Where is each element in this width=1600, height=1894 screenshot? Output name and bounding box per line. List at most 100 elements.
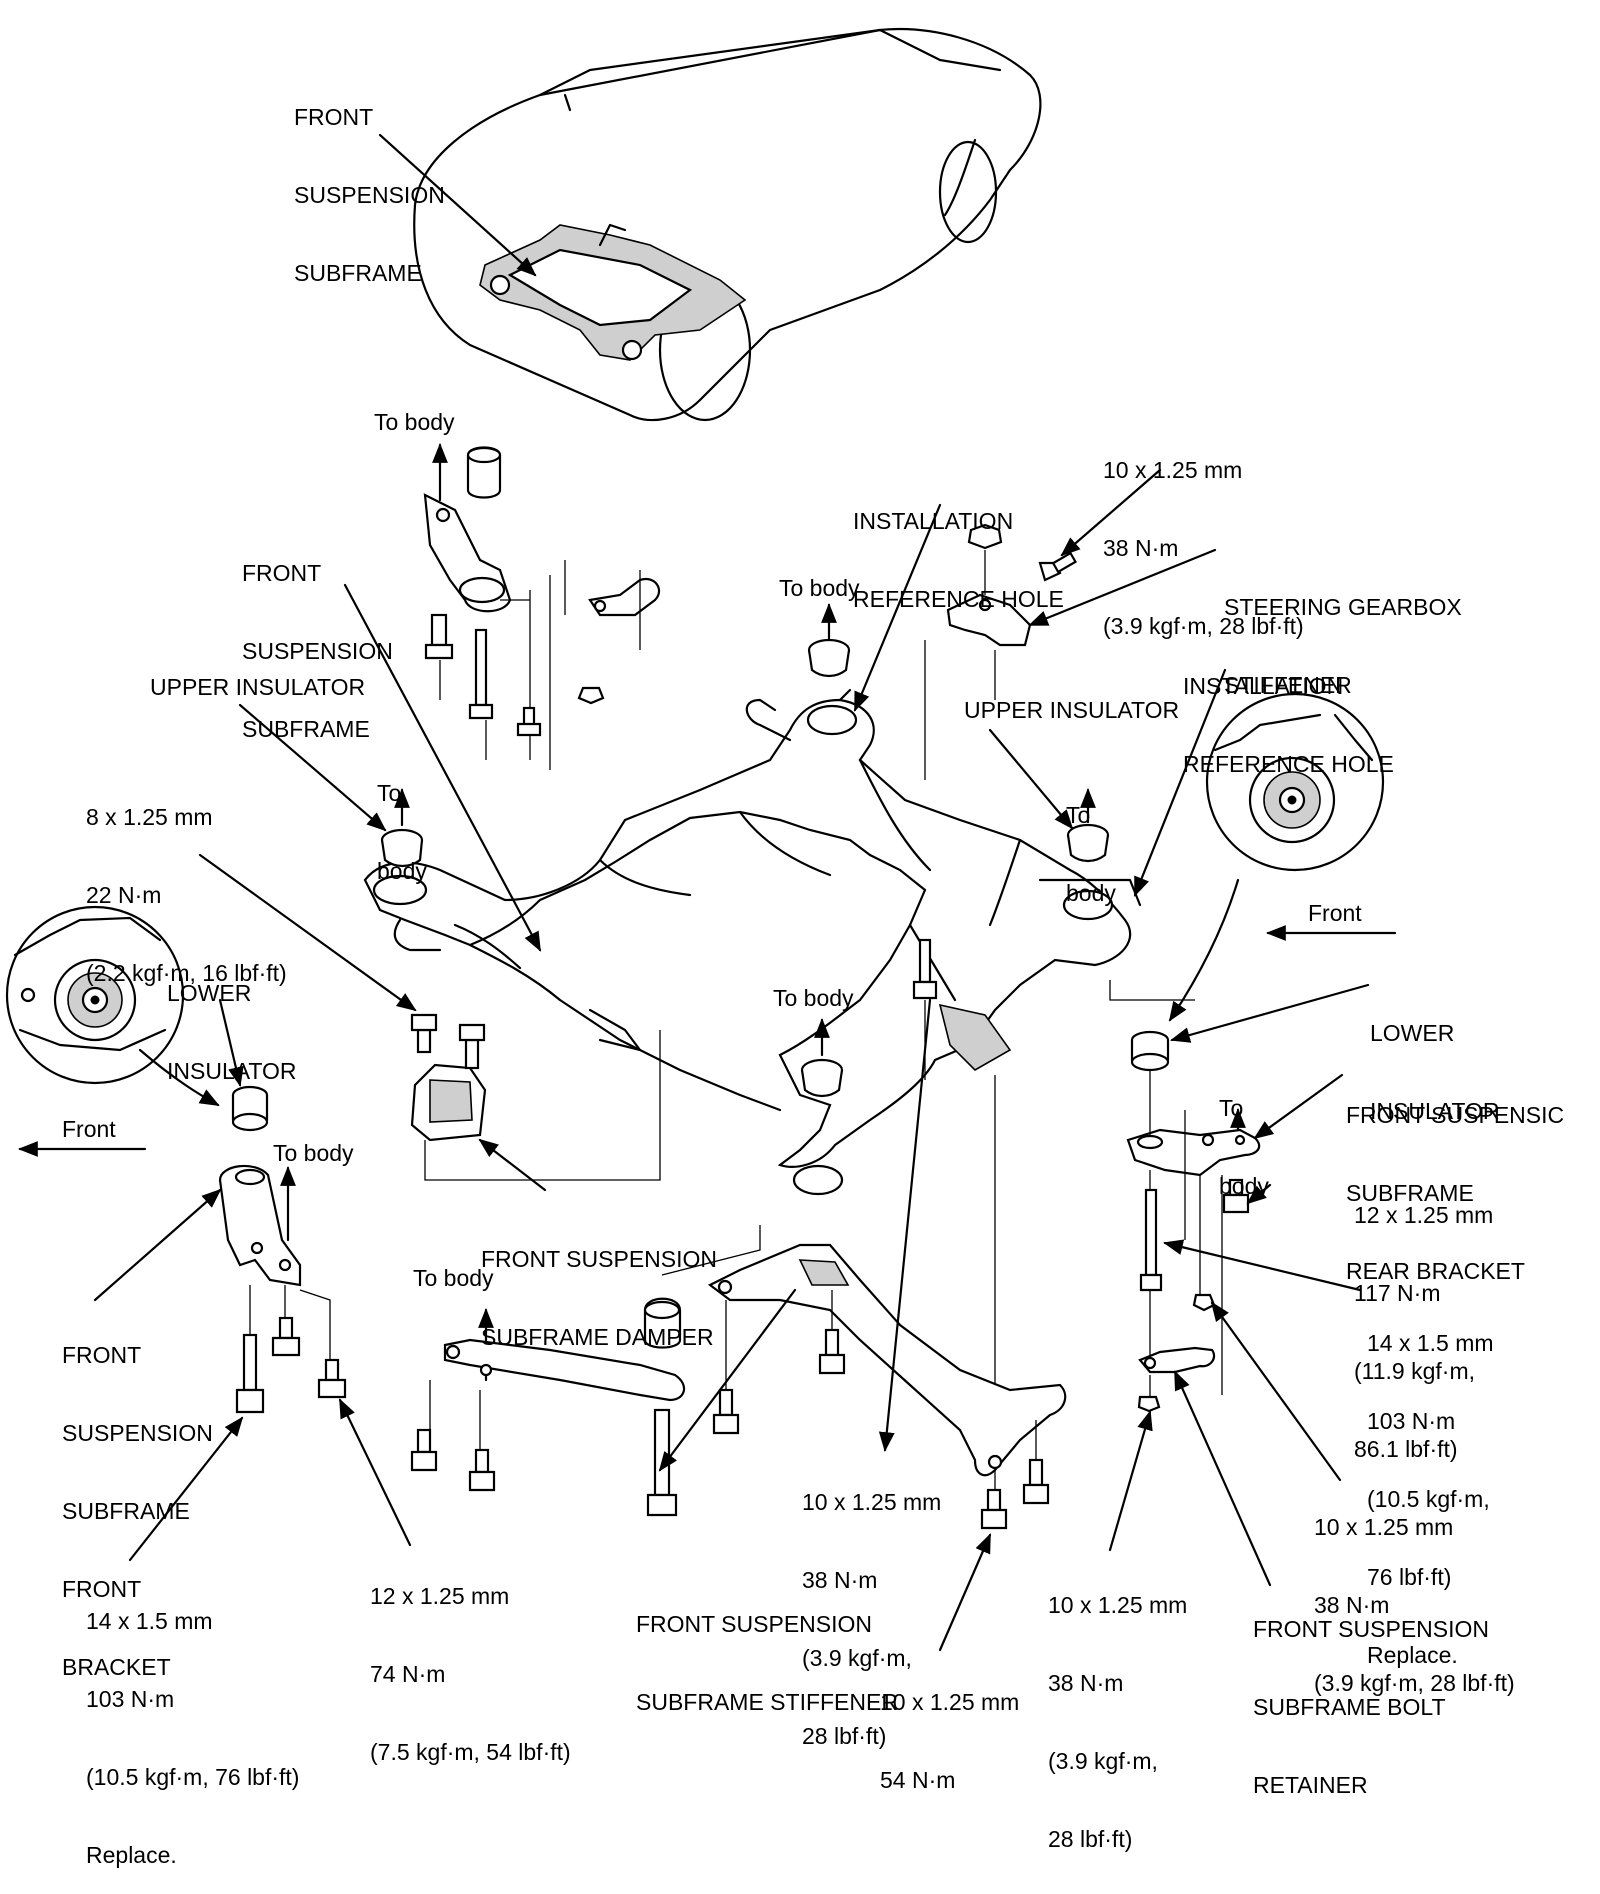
- label-line: INSULATOR: [1370, 1098, 1500, 1124]
- label-line: (7.5 kgf·m, 54 lbf·ft): [370, 1739, 571, 1765]
- label-line: SUBFRAME BOLT: [1253, 1694, 1446, 1720]
- label-line: 10 x 1.25 mm: [880, 1689, 1020, 1715]
- label-torque-14x15-left: 14 x 1.5 mm 103 N·m (10.5 kgf·m, 76 lbf·…: [86, 1556, 299, 1894]
- label-line: (3.9 kgf·m,: [802, 1645, 912, 1671]
- label-line: LOWER: [1370, 1020, 1455, 1046]
- label-line: 8 x 1.25 mm: [86, 804, 213, 830]
- label-line: SUBFRAME: [1346, 1180, 1474, 1206]
- label-line: body: [377, 858, 427, 884]
- label-line: INSTALLATION: [1183, 673, 1344, 699]
- front-bracket-bolts: [235, 1285, 347, 1414]
- label-lower-insulator-left: LOWER INSULATOR: [167, 928, 297, 1110]
- label-to-body-upper-left: To body: [374, 409, 455, 435]
- label-installation-ref-hole-top: INSTALLATION REFERENCE HOLE: [853, 456, 1064, 638]
- label-line: 38 N·m: [1048, 1670, 1124, 1696]
- label-lower-insulator-right: LOWER INSULATOR: [1370, 968, 1500, 1150]
- upper-left-bracket-assembly: [423, 446, 661, 770]
- label-line: (3.9 kgf·m,: [1048, 1748, 1158, 1774]
- label-line: body: [1219, 1173, 1269, 1199]
- label-to-body-front-bracket: To body: [273, 1140, 354, 1166]
- label-line: SUBFRAME: [62, 1498, 190, 1524]
- label-line: Replace.: [86, 1842, 177, 1868]
- label-line: 10 x 1.25 mm: [802, 1489, 942, 1515]
- label-line: SUSPENSION: [62, 1420, 213, 1446]
- label-line: (3.9 kgf·m, 28 lbf·ft): [1103, 613, 1304, 639]
- front-bracket: [218, 1164, 302, 1287]
- label-line: RETAINER: [1253, 1772, 1368, 1798]
- detail-circle-right: [1168, 692, 1385, 1022]
- label-line: BRACKET: [62, 1654, 171, 1680]
- label-line: (10.5 kgf·m,: [1367, 1486, 1490, 1512]
- label-line: body: [1066, 880, 1116, 906]
- label-line: 22 N·m: [86, 882, 162, 908]
- label-line: FRONT SUSPENSION: [636, 1611, 872, 1637]
- label-torque-8x125: 8 x 1.25 mm 22 N·m (2.2 kgf·m, 16 lbf·ft…: [86, 752, 287, 1012]
- label-line: 14 x 1.5 mm: [86, 1608, 213, 1634]
- label-line: (11.9 kgf·m,: [1354, 1358, 1475, 1384]
- label-line: FRONT SUSPENSION: [481, 1246, 717, 1272]
- label-steering-stiffener: STEERING GEARBOX STIFFENER: [1224, 542, 1462, 724]
- label-line: 10 x 1.25 mm: [1048, 1592, 1188, 1618]
- upper-insulator-left: [380, 828, 424, 868]
- label-line: INSULATOR: [167, 1058, 297, 1084]
- lower-insulator-right: [1130, 1030, 1170, 1072]
- label-line: FRONT: [62, 1342, 142, 1368]
- label-line: STIFFENER: [1224, 672, 1352, 698]
- detail-circle-left: [5, 905, 220, 1107]
- steering-gearbox-stiffener: [924, 523, 1077, 780]
- label-to-body-rear-bracket: To body: [1219, 1043, 1269, 1225]
- front-suspension-subframe: [363, 688, 1142, 1196]
- label-line: REFERENCE HOLE: [1183, 751, 1394, 777]
- upper-insulator-center-top: [807, 638, 851, 678]
- label-line: FRONT: [62, 1576, 142, 1602]
- label-front-subframe-left: FRONT SUSPENSION SUBFRAME: [242, 508, 393, 768]
- lower-link-arm: [410, 1225, 761, 1517]
- upper-insulator-center-bottom: [800, 1058, 844, 1098]
- label-line: SUBFRAME: [242, 716, 370, 742]
- rear-bracket: [1109, 980, 1261, 1413]
- label-line: FRONT SUSPENSIC: [1346, 1102, 1565, 1128]
- leader-lines: [93, 133, 1370, 1652]
- label-line: REFERENCE HOLE: [853, 586, 1064, 612]
- label-line: To: [377, 780, 402, 806]
- upper-insulator-right: [1066, 823, 1110, 863]
- car-body-illustration: [413, 28, 1042, 422]
- label-line: FRONT SUSPENSION: [1253, 1616, 1489, 1642]
- subframe-damper: [410, 1013, 661, 1181]
- label-front-left: Front: [62, 1116, 116, 1142]
- label-torque-12x125-117: 12 x 1.25 mm 117 N·m (11.9 kgf·m, 86.1 l…: [1354, 1150, 1493, 1488]
- label-installation-ref-hole-right: INSTALLATION REFERENCE HOLE: [1183, 621, 1394, 803]
- label-line: FRONT: [294, 104, 374, 130]
- label-line: 10 x 1.25 mm: [1103, 457, 1243, 483]
- label-line: SUSPENSION: [242, 638, 393, 664]
- label-car-subframe: FRONT SUSPENSION SUBFRAME: [294, 52, 445, 312]
- label-subframe-stiffener: FRONT SUSPENSION SUBFRAME STIFFENER: [636, 1559, 898, 1741]
- label-damper: FRONT SUSPENSION SUBFRAME DAMPER: [481, 1194, 717, 1376]
- label-line: (10.5 kgf·m, 76 lbf·ft): [86, 1764, 300, 1790]
- label-line: 103 N·m: [1367, 1408, 1456, 1434]
- label-front-bracket: FRONT SUSPENSION SUBFRAME FRONT BRACKET: [62, 1290, 213, 1706]
- label-line: To: [1066, 802, 1091, 828]
- label-line: 10 x 1.25 mm: [1314, 1514, 1454, 1540]
- label-to-body-rear-left: To body: [413, 1265, 494, 1291]
- label-upper-insulator-left: UPPER INSULATOR: [150, 674, 366, 700]
- label-line: 28 lbf·ft): [1048, 1826, 1133, 1852]
- label-to-body-center-bottom: To body: [773, 985, 854, 1011]
- label-to-body-center-top: To body: [779, 575, 860, 601]
- label-line: SUBFRAME DAMPER: [481, 1324, 714, 1350]
- label-torque-10x125-bottom-right: 10 x 1.25 mm 38 N·m (3.9 kgf·m, 28 lbf·f…: [1048, 1540, 1187, 1878]
- label-line: INSTALLATION: [853, 508, 1014, 534]
- label-line: 117 N·m: [1354, 1280, 1441, 1306]
- label-line: LOWER: [167, 980, 252, 1006]
- label-to-body-left-insulator: To body: [377, 728, 427, 910]
- label-to-body-right-insulator: To body: [1066, 750, 1116, 932]
- label-torque-10x125-54: 10 x 1.25 mm 54 N·m: [880, 1637, 1019, 1819]
- label-line: 76 lbf·ft): [1367, 1564, 1452, 1590]
- label-line: 12 x 1.25 mm: [370, 1583, 510, 1609]
- label-line: SUSPENSION: [294, 182, 445, 208]
- label-line: 38 N·m: [1103, 535, 1179, 561]
- label-rear-bracket: FRONT SUSPENSIC SUBFRAME REAR BRACKET: [1346, 1050, 1564, 1310]
- label-front-right: Front: [1308, 900, 1362, 926]
- label-bolt-retainer: FRONT SUSPENSION SUBFRAME BOLT RETAINER: [1253, 1564, 1489, 1824]
- label-line: 74 N·m: [370, 1661, 446, 1687]
